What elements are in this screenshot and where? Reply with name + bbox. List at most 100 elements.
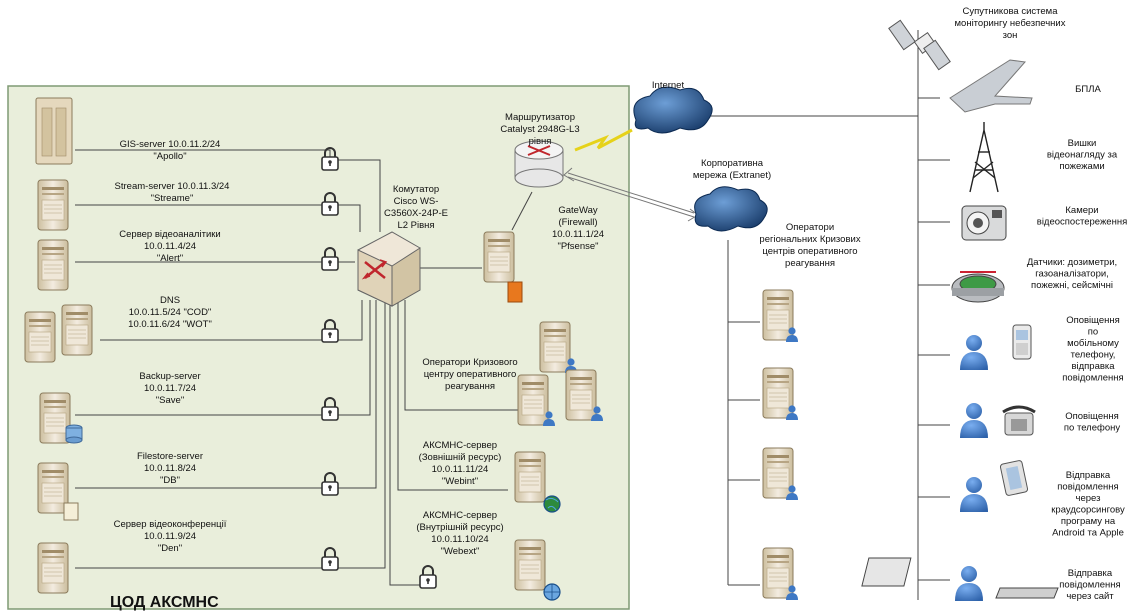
switch-line1: Комутатор: [393, 184, 439, 195]
router-line1: Маршрутизатор: [505, 112, 575, 123]
right-item-5-line-1: по телефону: [1064, 423, 1120, 434]
switch-line2: Cisco WS-: [394, 196, 439, 207]
server-analytics: [37, 239, 69, 291]
gateway-line1: GateWay: [558, 205, 597, 216]
server-1-line1: Stream-server 10.0.11.3/24: [115, 181, 230, 192]
right-item-1-line-0: Вишки: [1068, 138, 1097, 149]
external-server: [514, 451, 561, 513]
satellite-line3: зон: [1003, 30, 1018, 41]
server-2-line1: Сервер відеоаналітики: [119, 229, 220, 240]
regional-line1: Оператори: [786, 222, 834, 233]
server-4-line2: 10.0.11.7/24: [144, 383, 196, 394]
internet-label: Internet: [652, 80, 685, 91]
right-item-3-line-0: Датчики: дозиметри,: [1027, 257, 1117, 268]
ext-line3: 10.0.11.11/24: [432, 464, 489, 475]
right-item-1-line-1: відеонагляду за: [1047, 150, 1118, 161]
router-line2: Catalyst 2948G-L3: [500, 124, 579, 135]
switch-line3: C3560X-24P-E: [384, 208, 448, 219]
right-item-7-line-2: через сайт: [1066, 591, 1114, 602]
extranet-cloud: [694, 186, 768, 232]
server-0-line1: GIS-server 10.0.11.2/24: [120, 139, 221, 150]
zone-title: ЦОД АКСМНС: [110, 594, 219, 611]
server-4-line1: Backup-server: [139, 371, 200, 382]
int-line3: 10.0.11.10/24: [431, 534, 488, 545]
ext-line4: "Webint": [442, 476, 478, 487]
server-videoconf: [37, 542, 69, 594]
server-2-line3: "Alert": [157, 253, 183, 264]
server-0-line2: "Apollo": [153, 151, 186, 162]
server-backup: [39, 392, 83, 444]
server-6-line3: "Den": [158, 543, 182, 554]
regional-line3: центрів оперативного: [762, 246, 857, 257]
drone-icon: [949, 59, 1033, 113]
right-item-4-line-4: відправка: [1071, 361, 1115, 372]
gateway-line3: 10.0.11.1/24: [552, 229, 604, 240]
ext-line2: (Зовнішній ресурс): [419, 452, 502, 463]
right-item-0-line-0: БПЛА: [1075, 84, 1101, 95]
right-item-1-line-2: пожежами: [1059, 161, 1104, 172]
server-1-line2: "Streame": [151, 193, 194, 204]
server-dns-1: [24, 311, 56, 363]
router-line3: рівня: [529, 136, 552, 147]
right-item-2-line-0: Камери: [1065, 205, 1098, 216]
person-mobile-icon: [960, 324, 1032, 370]
right-item-6-line-0: Відправка: [1066, 470, 1111, 481]
regional-server: [762, 289, 798, 342]
regional-server: [762, 367, 798, 420]
internal-server: [514, 539, 561, 601]
extranet-line2: мережа (Extranet): [693, 170, 771, 181]
server-dns-2: [61, 304, 93, 356]
server-6-line1: Сервер відеоконференції: [114, 519, 227, 530]
crisis-line1: Оператори Кризового: [422, 357, 517, 368]
right-item-4-line-5: повідомлення: [1062, 373, 1123, 384]
tower-icon: [969, 122, 999, 193]
server-gis: [35, 97, 73, 165]
int-line2: (Внутрішній ресурс): [416, 522, 503, 533]
right-item-3-line-2: пожежні, сейсмічні: [1031, 280, 1113, 291]
server-3-line2: 10.0.11.5/24 "COD": [129, 307, 212, 318]
right-item-6-line-2: через: [1076, 493, 1101, 504]
server-links: [75, 149, 520, 586]
right-item-6-line-5: Android та Apple: [1052, 528, 1124, 539]
internet-cloud: [633, 86, 713, 134]
regional-server: [762, 447, 798, 500]
ext-line1: АКСМНС-сервер: [423, 440, 497, 451]
server-filestore: [37, 462, 79, 521]
satellite-icon: [888, 19, 951, 71]
extranet-line1: Корпоративна: [701, 158, 764, 169]
server-3-line1: DNS: [160, 295, 180, 306]
gateway-server: [483, 231, 523, 303]
right-item-4-line-3: телефону,: [1071, 350, 1116, 361]
right-item-7-line-0: Відправка: [1068, 568, 1113, 579]
server-5-line3: "DB": [160, 475, 180, 486]
server-3-line3: 10.0.11.6/24 "WOT": [128, 319, 212, 330]
server-5-line1: Filestore-server: [137, 451, 203, 462]
gateway-line2: (Firewall): [558, 217, 597, 228]
server-2-line2: 10.0.11.4/24: [144, 241, 196, 252]
right-item-3-line-1: газоаналізатори,: [1035, 269, 1109, 280]
regional-server: [762, 547, 798, 600]
right-item-4-line-0: Оповіщення: [1066, 315, 1120, 326]
right-item-6-line-1: повідомлення: [1057, 482, 1118, 493]
regional-line4: реагування: [785, 258, 835, 269]
stadium-icon: [951, 271, 1005, 303]
person-phone-icon: [960, 403, 1036, 438]
switch-line4: L2 Рівня: [397, 220, 434, 231]
person-tablet-icon: [960, 460, 1029, 512]
server-4-line3: "Save": [156, 395, 184, 406]
int-line4: "Webext": [441, 546, 480, 557]
right-item-5-line-0: Оповіщення: [1065, 411, 1119, 422]
switch-icon: [357, 231, 421, 307]
satellite-line2: моніторингу небезпечних: [955, 18, 1066, 29]
right-item-6-line-3: краудсорсингову: [1051, 505, 1125, 516]
person-laptop-icon: [861, 557, 1059, 601]
server-5-line2: 10.0.11.8/24: [144, 463, 196, 474]
int-line1: АКСМНС-сервер: [423, 510, 497, 521]
router-gateway-link: [511, 191, 533, 231]
wireless-link: [574, 128, 633, 152]
router-icon: [514, 140, 564, 188]
satellite-line1: Супутникова система: [963, 6, 1059, 17]
server-6-line2: 10.0.11.9/24: [144, 531, 196, 542]
